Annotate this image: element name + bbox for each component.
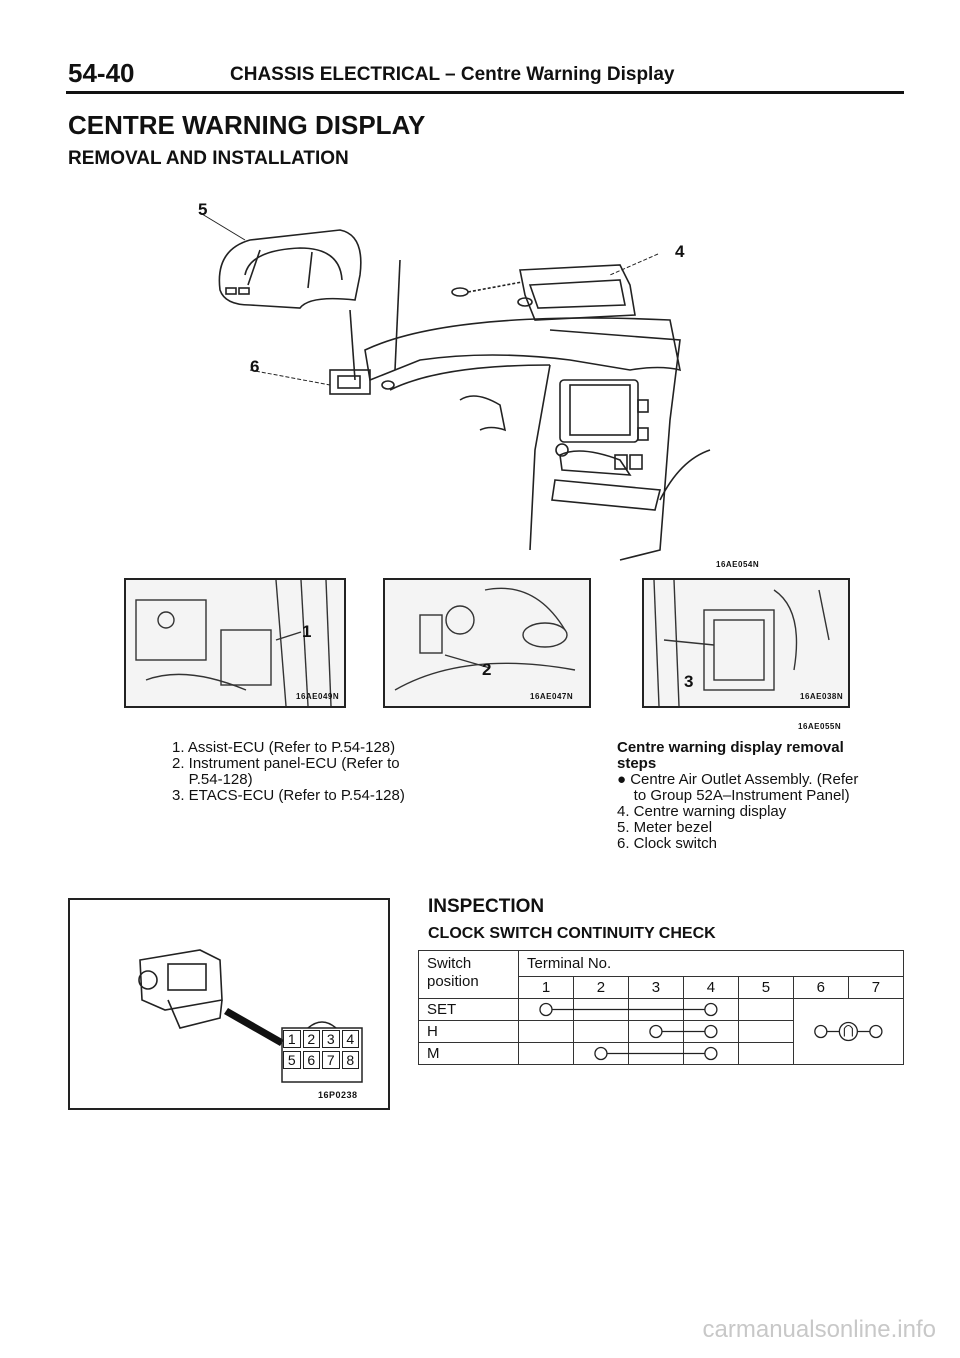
header-rule	[66, 91, 904, 94]
switch-position-header: Switch position	[418, 950, 519, 999]
connector-pin-grid: 1 2 3 4 5 6 7 8	[283, 1030, 359, 1069]
continuity-marks	[539, 1002, 883, 1061]
continuity-terminal	[594, 1046, 608, 1061]
photo-code-1: 16AE049N	[296, 692, 340, 701]
ecu-list-item: 3. ETACS-ECU (Refer to P.54-128)	[172, 787, 405, 804]
section-subtitle: REMOVAL AND INSTALLATION	[68, 148, 349, 169]
connector-pin: 1	[283, 1030, 301, 1048]
removal-steps-title: Centre warning display removal	[617, 739, 844, 756]
photo-code-3: 16AE038N	[800, 692, 844, 701]
continuity-terminal	[704, 1002, 718, 1017]
dashboard-illustration	[201, 213, 711, 561]
switch-position-header-line: position	[427, 973, 479, 990]
lamp-icon-filament	[843, 1024, 853, 1037]
connector-pin: 4	[341, 1030, 359, 1048]
ecu-list: 1. Assist-ECU (Refer to P.54-128) 2. Ins…	[172, 740, 405, 804]
photo-instrument-panel-ecu-drawing	[394, 587, 576, 691]
removal-step: 5. Meter bezel	[617, 819, 713, 836]
inspection-title: INSPECTION	[428, 896, 545, 917]
ecu-list-item: 1. Assist-ECU (Refer to P.54-128)	[172, 739, 396, 756]
continuity-terminal	[539, 1002, 553, 1017]
removal-step: 4. Centre warning display	[617, 803, 787, 820]
removal-steps: Centre warning display removal steps ● C…	[617, 740, 858, 852]
section-title: CENTRE WARNING DISPLAY	[68, 110, 426, 140]
continuity-terminal	[704, 1024, 718, 1039]
photo-callout-3: 3	[684, 672, 694, 691]
page-number: 54-40	[68, 58, 135, 88]
connector-pin: 6	[302, 1051, 320, 1069]
inspection-subtitle: CLOCK SWITCH CONTINUITY CHECK	[428, 925, 716, 942]
figure-code: 16AE054N	[716, 560, 760, 569]
continuity-terminal	[814, 1024, 828, 1039]
continuity-terminal	[869, 1024, 883, 1039]
switch-position-header-line: Switch	[427, 955, 472, 972]
photo-row-code: 16AE055N	[798, 722, 842, 731]
photo-callout-1: 1	[302, 622, 312, 641]
watermark: carmanualsonline.info	[702, 1316, 936, 1343]
callout-4: 4	[675, 242, 685, 261]
callout-6: 6	[250, 357, 260, 376]
photo-etacs-ecu-drawing	[653, 580, 830, 706]
ecu-list-item: 2. Instrument panel-ECU (Refer to	[172, 755, 400, 772]
photo-assist-ecu-drawing	[135, 580, 332, 706]
ecu-list-item: P.54-128)	[172, 771, 253, 788]
connector-pin: 8	[341, 1051, 359, 1069]
connector-pin: 5	[283, 1051, 301, 1069]
removal-step: 6. Clock switch	[617, 835, 718, 852]
connector-pin: 2	[302, 1030, 320, 1048]
connector-figure-code: 16P0238	[318, 1090, 358, 1100]
connector-pin: 3	[322, 1030, 340, 1048]
terminal-number: 7	[847, 976, 905, 999]
photo-assist-ecu	[124, 578, 346, 708]
photo-instrument-panel-ecu	[383, 578, 591, 708]
page-header-title: CHASSIS ELECTRICAL – Centre Warning Disp…	[230, 64, 675, 85]
callout-5: 5	[198, 200, 208, 219]
photo-code-2: 16AE047N	[530, 692, 574, 701]
removal-steps-title-cont: steps	[617, 755, 657, 772]
removal-step: ● Centre Air Outlet Assembly. (Refer	[617, 771, 859, 788]
photo-etacs-ecu	[642, 578, 850, 708]
continuity-terminal	[649, 1024, 663, 1039]
connector-pin: 7	[322, 1051, 340, 1069]
connector-figure	[68, 898, 390, 1110]
clock-switch-connector-drawing	[138, 949, 363, 1083]
photo-callout-2: 2	[482, 660, 492, 679]
continuity-table: Switch position Terminal No. 1 2 3 4 5 6…	[418, 950, 905, 1065]
switch-position-m: M	[418, 1042, 519, 1065]
removal-step: to Group 52A–Instrument Panel)	[617, 787, 850, 804]
continuity-terminal	[704, 1046, 718, 1061]
